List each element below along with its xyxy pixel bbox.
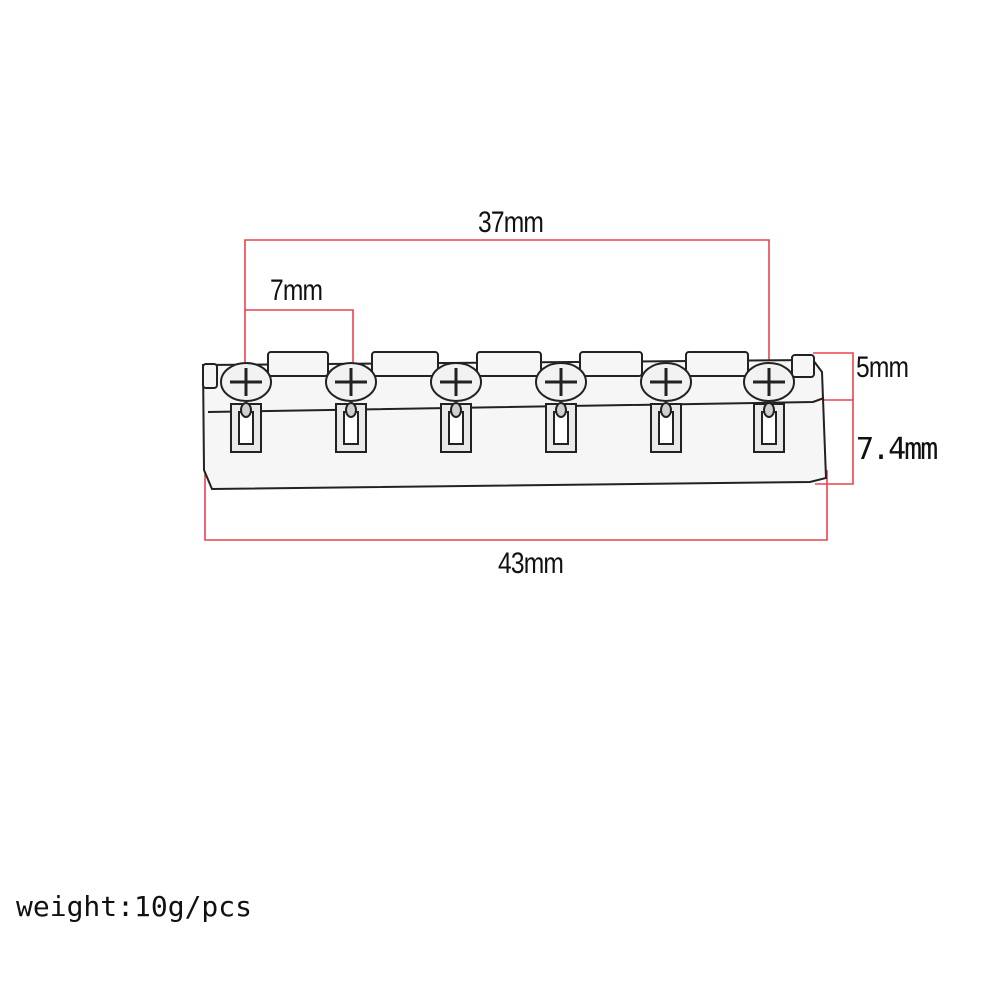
nut-base-block: [201, 358, 828, 491]
screw-tip: [660, 402, 672, 418]
dimension-label-7mm: 7mm: [270, 274, 323, 307]
weight-note: weight:10g/pcs: [16, 890, 253, 923]
screw-slot-icon: [545, 368, 577, 396]
nut-tab: [685, 351, 749, 377]
dimension-line-7mm: [245, 309, 354, 362]
nut-tab: [371, 351, 439, 377]
nut-tab: [267, 351, 329, 377]
nut-tab: [202, 363, 218, 389]
screw-slot-icon: [753, 368, 785, 396]
screw-slot-icon: [440, 368, 472, 396]
screw-tip: [555, 402, 567, 418]
screw-tip: [450, 402, 462, 418]
dimension-line-37mm: [244, 239, 770, 362]
nut-body: [201, 351, 828, 491]
screw-tip: [240, 402, 252, 418]
dimension-label-5mm: 5mm: [856, 351, 909, 384]
dimension-line-5mm: [813, 352, 854, 400]
screw-slot-icon: [230, 368, 262, 396]
nut-tab: [476, 351, 542, 377]
saddle-clamp: [430, 362, 482, 453]
screw-tip: [345, 402, 357, 418]
screw-slot-icon: [335, 368, 367, 396]
screw-slot-icon: [650, 368, 682, 396]
dimension-line-43mm: [204, 470, 828, 541]
dimension-label-43mm: 43mm: [498, 547, 564, 580]
saddle-clamp: [220, 362, 272, 453]
nut-tab: [791, 354, 815, 378]
nut-tab: [579, 351, 643, 377]
saddle-clamp: [640, 362, 692, 453]
screw-tip: [763, 402, 775, 418]
saddle-group: [220, 362, 795, 453]
saddle-clamp: [535, 362, 587, 453]
nut-top-edge: [207, 397, 825, 413]
dimension-label-37mm: 37mm: [478, 206, 544, 239]
saddle-clamp: [743, 362, 795, 453]
saddle-clamp: [325, 362, 377, 453]
dimension-label-7-4mm: 7.4mm: [856, 432, 938, 467]
